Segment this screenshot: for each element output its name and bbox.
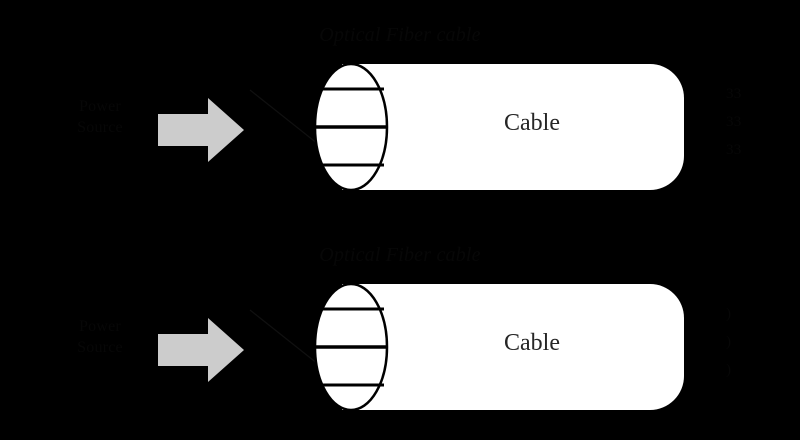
output-label: ) ) ): [726, 300, 800, 384]
output-label-line2: 33: [726, 114, 742, 130]
cable-cylinder: Cable: [312, 282, 684, 412]
output-label: 33 33 33: [726, 80, 800, 164]
input-source-label-line1: Power: [79, 318, 121, 335]
input-source-label: Power Source: [40, 96, 160, 138]
leader-line: [246, 306, 326, 386]
output-label-line3: ): [726, 362, 732, 378]
output-label-line2: ): [726, 334, 732, 350]
cable-end-cap-icon: [312, 62, 390, 192]
cable-label: Cable: [504, 110, 560, 136]
right-block-arrow-icon: [158, 98, 244, 162]
output-label-line3: 33: [726, 142, 742, 158]
input-source-label-line2: Source: [77, 339, 123, 356]
cable-end-cap-icon: [312, 282, 390, 412]
right-block-arrow-icon: [158, 318, 244, 382]
cable-cylinder: Cable: [312, 62, 684, 192]
cable-body: [342, 284, 684, 410]
output-label-line1: 33: [726, 86, 742, 102]
cable-body: [342, 64, 684, 190]
panel-title: Optical Fiber cable: [319, 244, 481, 266]
output-label-line1: ): [726, 306, 732, 322]
cable-label: Cable: [504, 330, 560, 356]
input-source-label-line1: Power: [79, 98, 121, 115]
leader-line: [246, 86, 326, 166]
panel-title: Optical Fiber cable: [319, 24, 481, 46]
panel-top: Optical Fiber cable Power Source: [40, 24, 800, 192]
input-source-label: Power Source: [40, 316, 160, 358]
input-source-label-line2: Source: [77, 119, 123, 136]
panel-bottom: Optical Fiber cable Power Source: [0, 220, 800, 440]
